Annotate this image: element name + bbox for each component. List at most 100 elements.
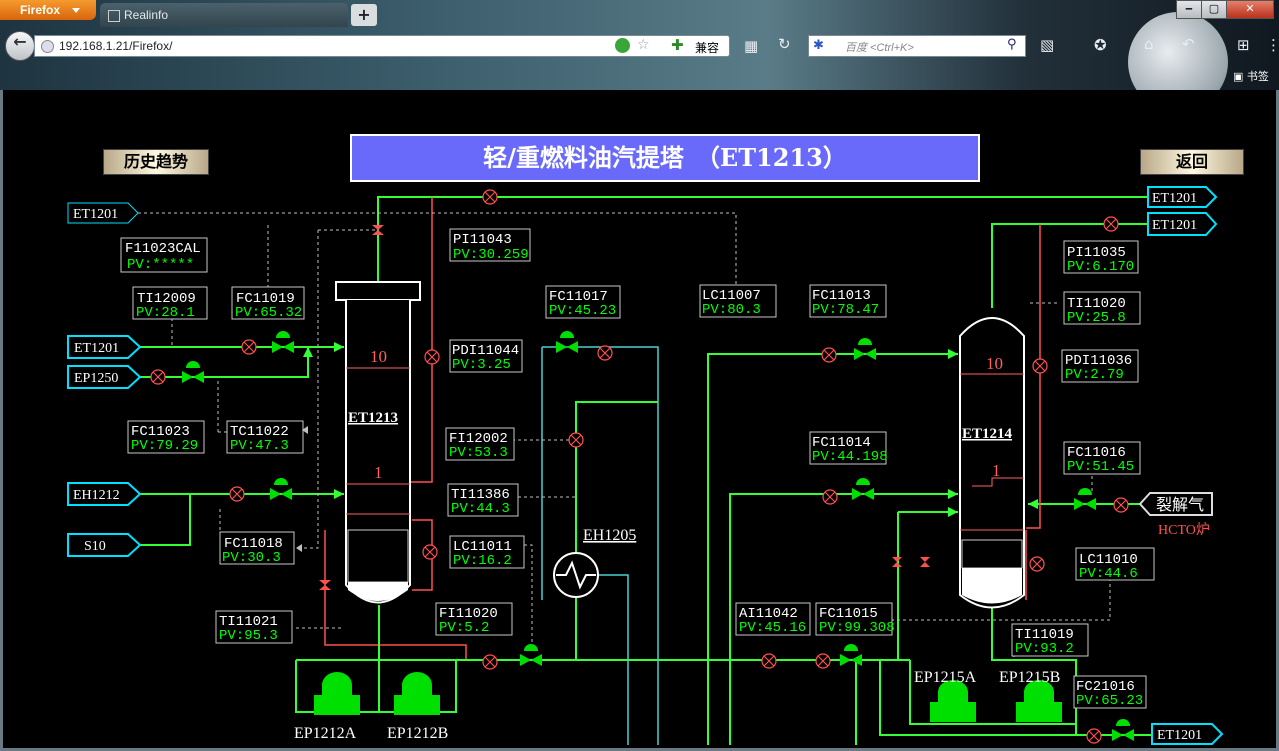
svg-text:FC21016: FC21016 bbox=[1076, 679, 1135, 695]
back-page-button[interactable]: 返回 bbox=[1140, 149, 1244, 175]
addon-puzzle-icon[interactable]: ✚ bbox=[671, 36, 684, 54]
heat-exchanger-eh1205[interactable] bbox=[553, 552, 599, 598]
tower-et1213[interactable] bbox=[335, 281, 421, 604]
connector-cracked-gas[interactable] bbox=[1138, 492, 1213, 516]
new-tab-button[interactable]: + bbox=[351, 4, 377, 26]
svg-text:PV:99.308: PV:99.308 bbox=[819, 620, 895, 636]
connector-et1201-out2[interactable] bbox=[1147, 212, 1218, 236]
svg-text:FC11013: FC11013 bbox=[812, 288, 871, 304]
connector-eh1212[interactable] bbox=[67, 482, 142, 506]
exchanger-label: EH1205 bbox=[583, 527, 636, 544]
svg-text:PV:47.3: PV:47.3 bbox=[230, 438, 289, 454]
bookmark-star-icon[interactable]: ☆ bbox=[637, 37, 650, 53]
connector-ep1250[interactable] bbox=[67, 365, 142, 389]
tower2-label: ET1214 bbox=[962, 426, 1013, 442]
history-icon[interactable]: ↶ bbox=[1182, 35, 1195, 53]
valve-fc11019[interactable] bbox=[272, 331, 294, 353]
connector-et1201-a[interactable] bbox=[67, 202, 139, 224]
svg-text:PV:93.2: PV:93.2 bbox=[1015, 641, 1074, 657]
browser-tab[interactable]: Realinfo bbox=[100, 3, 348, 27]
pump-ep1215b[interactable] bbox=[1016, 680, 1062, 722]
pump-ep1212a[interactable] bbox=[314, 672, 360, 715]
go-icon[interactable] bbox=[615, 38, 630, 53]
pump2-label: EP1212B bbox=[387, 725, 448, 742]
page-title: 轻/重燃料油汽提塔 （ET1213） bbox=[350, 134, 980, 182]
history-trend-button[interactable]: 历史趋势 bbox=[103, 149, 209, 175]
valve-fc21016[interactable] bbox=[1112, 719, 1134, 741]
connector-label: S10 bbox=[84, 539, 106, 554]
connector-label: ET1201 bbox=[74, 341, 119, 356]
valve-fc11014[interactable] bbox=[852, 478, 874, 500]
valve-fc11013[interactable] bbox=[854, 338, 876, 360]
bookmarks-label: 书签 bbox=[1246, 70, 1269, 83]
valve-fi11020[interactable] bbox=[520, 644, 542, 666]
svg-text:PV:65.23: PV:65.23 bbox=[1076, 693, 1143, 709]
svg-text:FC11016: FC11016 bbox=[1067, 445, 1126, 461]
valve-fc11017[interactable] bbox=[556, 331, 578, 353]
svg-text:TI12009: TI12009 bbox=[137, 291, 196, 307]
svg-text:PV:30.259: PV:30.259 bbox=[453, 247, 529, 263]
menu-more-icon[interactable]: ⋮ bbox=[1266, 36, 1279, 54]
pump1-label: EP1212A bbox=[294, 725, 357, 742]
close-window-button[interactable]: ✕ bbox=[1226, 0, 1274, 19]
connector-s10[interactable] bbox=[67, 533, 142, 557]
firefox-menu-button[interactable]: Firefox bbox=[0, 0, 96, 20]
valve-fc11015[interactable] bbox=[840, 644, 862, 666]
valve-fc11018[interactable] bbox=[270, 478, 292, 500]
svg-text:PV:51.45: PV:51.45 bbox=[1067, 459, 1134, 475]
connector-et1201-out1[interactable] bbox=[1147, 186, 1218, 208]
addon-badge-icon[interactable]: ✪ bbox=[1094, 36, 1107, 54]
svg-text:PV:2.79: PV:2.79 bbox=[1065, 367, 1124, 383]
bookmarks-button[interactable]: ▣ 书签 bbox=[1233, 68, 1269, 84]
svg-text:PV:44.3: PV:44.3 bbox=[451, 501, 510, 517]
page-icon bbox=[108, 10, 120, 22]
valve-fc11023[interactable] bbox=[182, 361, 204, 383]
url-text[interactable]: 192.168.1.21/Firefox/ bbox=[59, 39, 173, 53]
back-arrow-icon: ← bbox=[13, 32, 27, 51]
connector-et1201-out3[interactable] bbox=[1151, 723, 1224, 745]
search-box[interactable]: ✱ 百度 <Ctrl+K> ⚲ bbox=[808, 35, 1026, 57]
compat-mode-label[interactable]: 兼容 bbox=[695, 41, 720, 55]
valve-fc11016[interactable] bbox=[1074, 488, 1096, 510]
search-icon[interactable]: ⚲ bbox=[1007, 37, 1017, 52]
url-bar[interactable]: 192.168.1.21/Firefox/ ☆ ✚ 兼容 bbox=[34, 35, 730, 57]
site-identity-icon[interactable] bbox=[41, 40, 54, 53]
extension-icon[interactable]: ▦ bbox=[744, 37, 759, 55]
windows-icon[interactable]: ⊞ bbox=[1237, 36, 1250, 54]
pump-ep1212b[interactable] bbox=[394, 672, 440, 715]
baidu-paw-icon[interactable]: ✱ bbox=[813, 38, 824, 53]
home-icon[interactable]: ⌂ bbox=[1144, 35, 1154, 53]
tower-et1214[interactable] bbox=[959, 317, 1025, 609]
svg-text:F11023CAL: F11023CAL bbox=[125, 241, 201, 257]
reload-icon[interactable]: ↻ bbox=[778, 35, 791, 53]
pump-ep1215a[interactable] bbox=[930, 680, 976, 722]
screenshot-icon[interactable]: ▧ bbox=[1040, 36, 1055, 54]
connector-et1201-b[interactable] bbox=[67, 335, 142, 359]
